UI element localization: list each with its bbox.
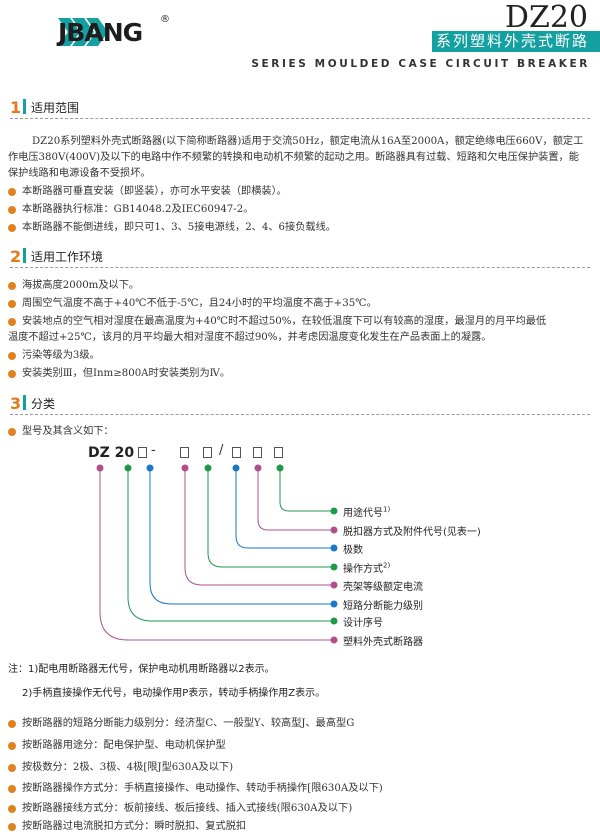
bullet-dot-icon bbox=[8, 785, 16, 793]
code-label: 壳架等级额定电流 bbox=[343, 582, 423, 593]
bullet-dot-icon bbox=[8, 224, 16, 232]
code-placeholder-box bbox=[274, 447, 283, 458]
scope-line-3: 保护线路和电源设备不受损坏。 bbox=[8, 168, 151, 179]
code-dash: - bbox=[151, 443, 156, 458]
section-number: 2 bbox=[10, 247, 22, 266]
list-item: 污染等级为3级。 bbox=[8, 348, 594, 364]
section-divider bbox=[10, 414, 590, 415]
scope-line-1: DZ20系列塑料外壳式断路器(以下简称断路器)适用于交流50Hz，额定电流从16… bbox=[32, 136, 584, 147]
section-divider bbox=[10, 267, 590, 268]
bullet-dot-icon bbox=[8, 300, 16, 308]
code-slash: / bbox=[219, 443, 224, 458]
section-divider bbox=[10, 118, 590, 119]
list-item: 按断路器的短路分断能力级别分：经济型C、一般型Y、较高型J、最高型G bbox=[8, 716, 594, 732]
section-title: 分类 bbox=[31, 397, 56, 411]
list-item: 安装类别Ⅲ，但Inm≥800A时安装类别为Ⅳ。 bbox=[8, 366, 594, 382]
section-title: 适用工作环境 bbox=[31, 250, 104, 264]
section-bar bbox=[23, 248, 26, 263]
registered-mark: ® bbox=[160, 14, 170, 25]
bullet-dot-icon bbox=[8, 188, 16, 196]
code-placeholder-box bbox=[180, 447, 189, 458]
jbang-logo bbox=[58, 18, 108, 46]
code-label: 用途代号1) bbox=[343, 505, 391, 519]
scope-paragraph-2: 作电压380V(400V)及以下的电路中作不频繁的转换和电动机不频繁的起动之用。… bbox=[8, 150, 594, 166]
series-title-en: SERIES MOULDED CASE CIRCUIT BREAKER bbox=[251, 58, 590, 70]
section-2-header: 2 适用工作环境 bbox=[10, 247, 590, 268]
leader-line bbox=[99, 468, 332, 641]
code-placeholder-box bbox=[253, 447, 262, 458]
code-placeholder-box bbox=[138, 447, 147, 458]
leader-line bbox=[279, 468, 332, 512]
list-item: 本断路器可垂直安装（即竖装），亦可水平安装（即横装）。 bbox=[8, 184, 594, 200]
bullet-dot-icon bbox=[8, 742, 16, 750]
list-item: 本断路器不能倒进线，即只可1、3、5接电源线，2、4、6接负载线。 bbox=[8, 220, 594, 236]
leader-line bbox=[257, 468, 332, 531]
code-label: 极数 bbox=[343, 545, 363, 556]
list-item: 按断路器用途分：配电保护型、电动机保护型 bbox=[8, 738, 594, 754]
code-label: 短路分断能力级别 bbox=[343, 601, 423, 612]
bullet-dot-icon bbox=[8, 805, 16, 813]
code-label: 操作方式2) bbox=[343, 561, 391, 575]
section-number: 1 bbox=[10, 98, 22, 117]
list-item: 按断路器过电流脱扣方式分：瞬时脱扣、复式脱扣 bbox=[8, 819, 594, 835]
section-bar bbox=[23, 395, 26, 410]
section-3-header: 3 分类 bbox=[10, 394, 590, 415]
bullet-dot-icon bbox=[8, 282, 16, 290]
scope-line-2: 作电压380V(400V)及以下的电路中作不频繁的转换和电动机不频繁的起动之用。… bbox=[8, 152, 579, 163]
leader-line bbox=[127, 468, 332, 622]
note-2: 2)手柄直接操作无代号，电动操作用P表示，转动手柄操作用Z表示。 bbox=[22, 688, 326, 699]
bullet-dot-icon bbox=[8, 352, 16, 360]
leader-line bbox=[184, 468, 332, 586]
leader-line bbox=[207, 468, 332, 568]
bullet-dot-icon bbox=[8, 370, 16, 378]
list-item: 海拔高度2000m及以下。 bbox=[8, 278, 594, 294]
connector-dots bbox=[96, 464, 338, 644]
leader-line bbox=[149, 468, 332, 605]
code-label: 脱扣器方式及附件代号(见表一) bbox=[343, 527, 481, 538]
bullet-dot-icon bbox=[8, 318, 16, 326]
list-item: 按断路器接线方式分：板前接线、板后接线、插入式接线(限630A及以下) bbox=[8, 801, 594, 817]
section-bar bbox=[23, 99, 26, 114]
section-number: 3 bbox=[10, 394, 22, 413]
list-item: 本断路器执行标准：GB14048.2及IEC60947-2。 bbox=[8, 202, 594, 218]
bullet-dot-icon bbox=[8, 720, 16, 728]
section-1-header: 1 适用范围 bbox=[10, 98, 590, 119]
bullet-dot-icon bbox=[8, 206, 16, 214]
scope-paragraph: DZ20系列塑料外壳式断路器(以下简称断路器)适用于交流50Hz，额定电流从16… bbox=[8, 134, 594, 150]
section-title: 适用范围 bbox=[31, 101, 80, 115]
list-item: 安装地点的空气相对湿度在最高温度为+40℃时不超过50%，在较低温度下可以有较高… bbox=[8, 314, 594, 330]
code-placeholder-box bbox=[232, 447, 241, 458]
scope-paragraph-3: 保护线路和电源设备不受损坏。 bbox=[8, 166, 594, 182]
code-label: 塑料外壳式断路器 bbox=[343, 637, 423, 648]
code-label: 设计序号 bbox=[343, 618, 383, 629]
bullet-dot-icon bbox=[8, 764, 16, 772]
model-title: DZ20 bbox=[504, 0, 588, 35]
series-title-cn: 系列塑料外壳式断路器 bbox=[432, 31, 600, 71]
note-1: 注：1)配电用断路器无代号，保护电动机用断路器以2表示。 bbox=[8, 664, 275, 675]
code-placeholder-box bbox=[203, 447, 212, 458]
list-item-continued: 温度不超过+25℃，该月的月平均最大相对湿度不超过90%，并考虑因温度变化发生在… bbox=[8, 332, 492, 343]
brand-name: JBANG bbox=[58, 18, 143, 47]
leader-line bbox=[235, 468, 332, 549]
bullet-dot-icon bbox=[8, 823, 16, 831]
list-item: 按断路器操作方式分：手柄直接操作、电动操作、转动手柄操作[限630A及以下) bbox=[8, 781, 594, 797]
list-item: 周围空气温度不高于+40℃不低于-5℃，且24小时的平均温度不高于+35℃。 bbox=[8, 296, 594, 312]
model-code: DZ 20 bbox=[88, 445, 135, 461]
list-item: 按极数分：2极、3极、4极[限J型630A及以下) bbox=[8, 760, 594, 776]
list-item: 型号及其含义如下： bbox=[8, 424, 594, 440]
bullet-dot-icon bbox=[8, 428, 16, 436]
